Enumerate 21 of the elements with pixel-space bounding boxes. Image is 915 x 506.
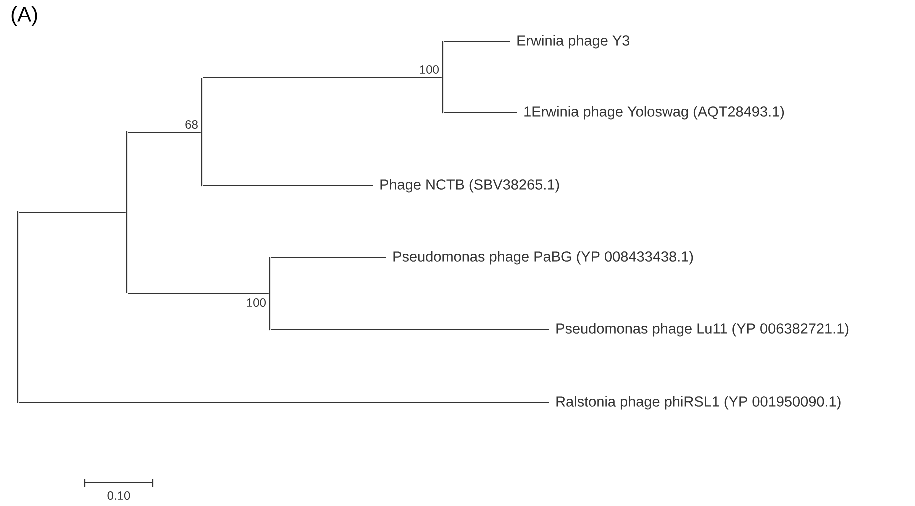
taxon-label: Ralstonia phage phiRSL1 (YP 001950090.1) xyxy=(556,396,841,410)
scale-label: 0.10 xyxy=(108,492,130,500)
branch-line xyxy=(19,212,126,214)
branch-line xyxy=(19,402,549,404)
branch-line xyxy=(271,257,386,259)
branch-line xyxy=(128,132,201,134)
bootstrap-value: 100 xyxy=(247,298,266,308)
taxon-label: Erwinia phage Y3 xyxy=(518,35,630,49)
branch-line xyxy=(203,185,373,187)
branch-line xyxy=(444,112,517,114)
taxon-label: Pseudomonas phage Lu11 (YP 006382721.1) xyxy=(556,323,849,337)
bootstrap-value: 100 xyxy=(420,65,439,74)
taxon-label: 1Erwinia phage Yoloswag (AQT28493.1) xyxy=(524,106,784,120)
branch-line xyxy=(128,293,269,295)
branch-line xyxy=(444,41,510,43)
bootstrap-value: 68 xyxy=(186,120,198,129)
taxon-label: Phage NCTB (SBV38265.1) xyxy=(380,179,560,193)
branch-line xyxy=(203,76,442,78)
panel-label: (A) xyxy=(12,6,38,26)
branch-line xyxy=(271,329,549,331)
taxon-label: Pseudomonas phage PaBG (YP 008433438.1) xyxy=(394,251,694,265)
